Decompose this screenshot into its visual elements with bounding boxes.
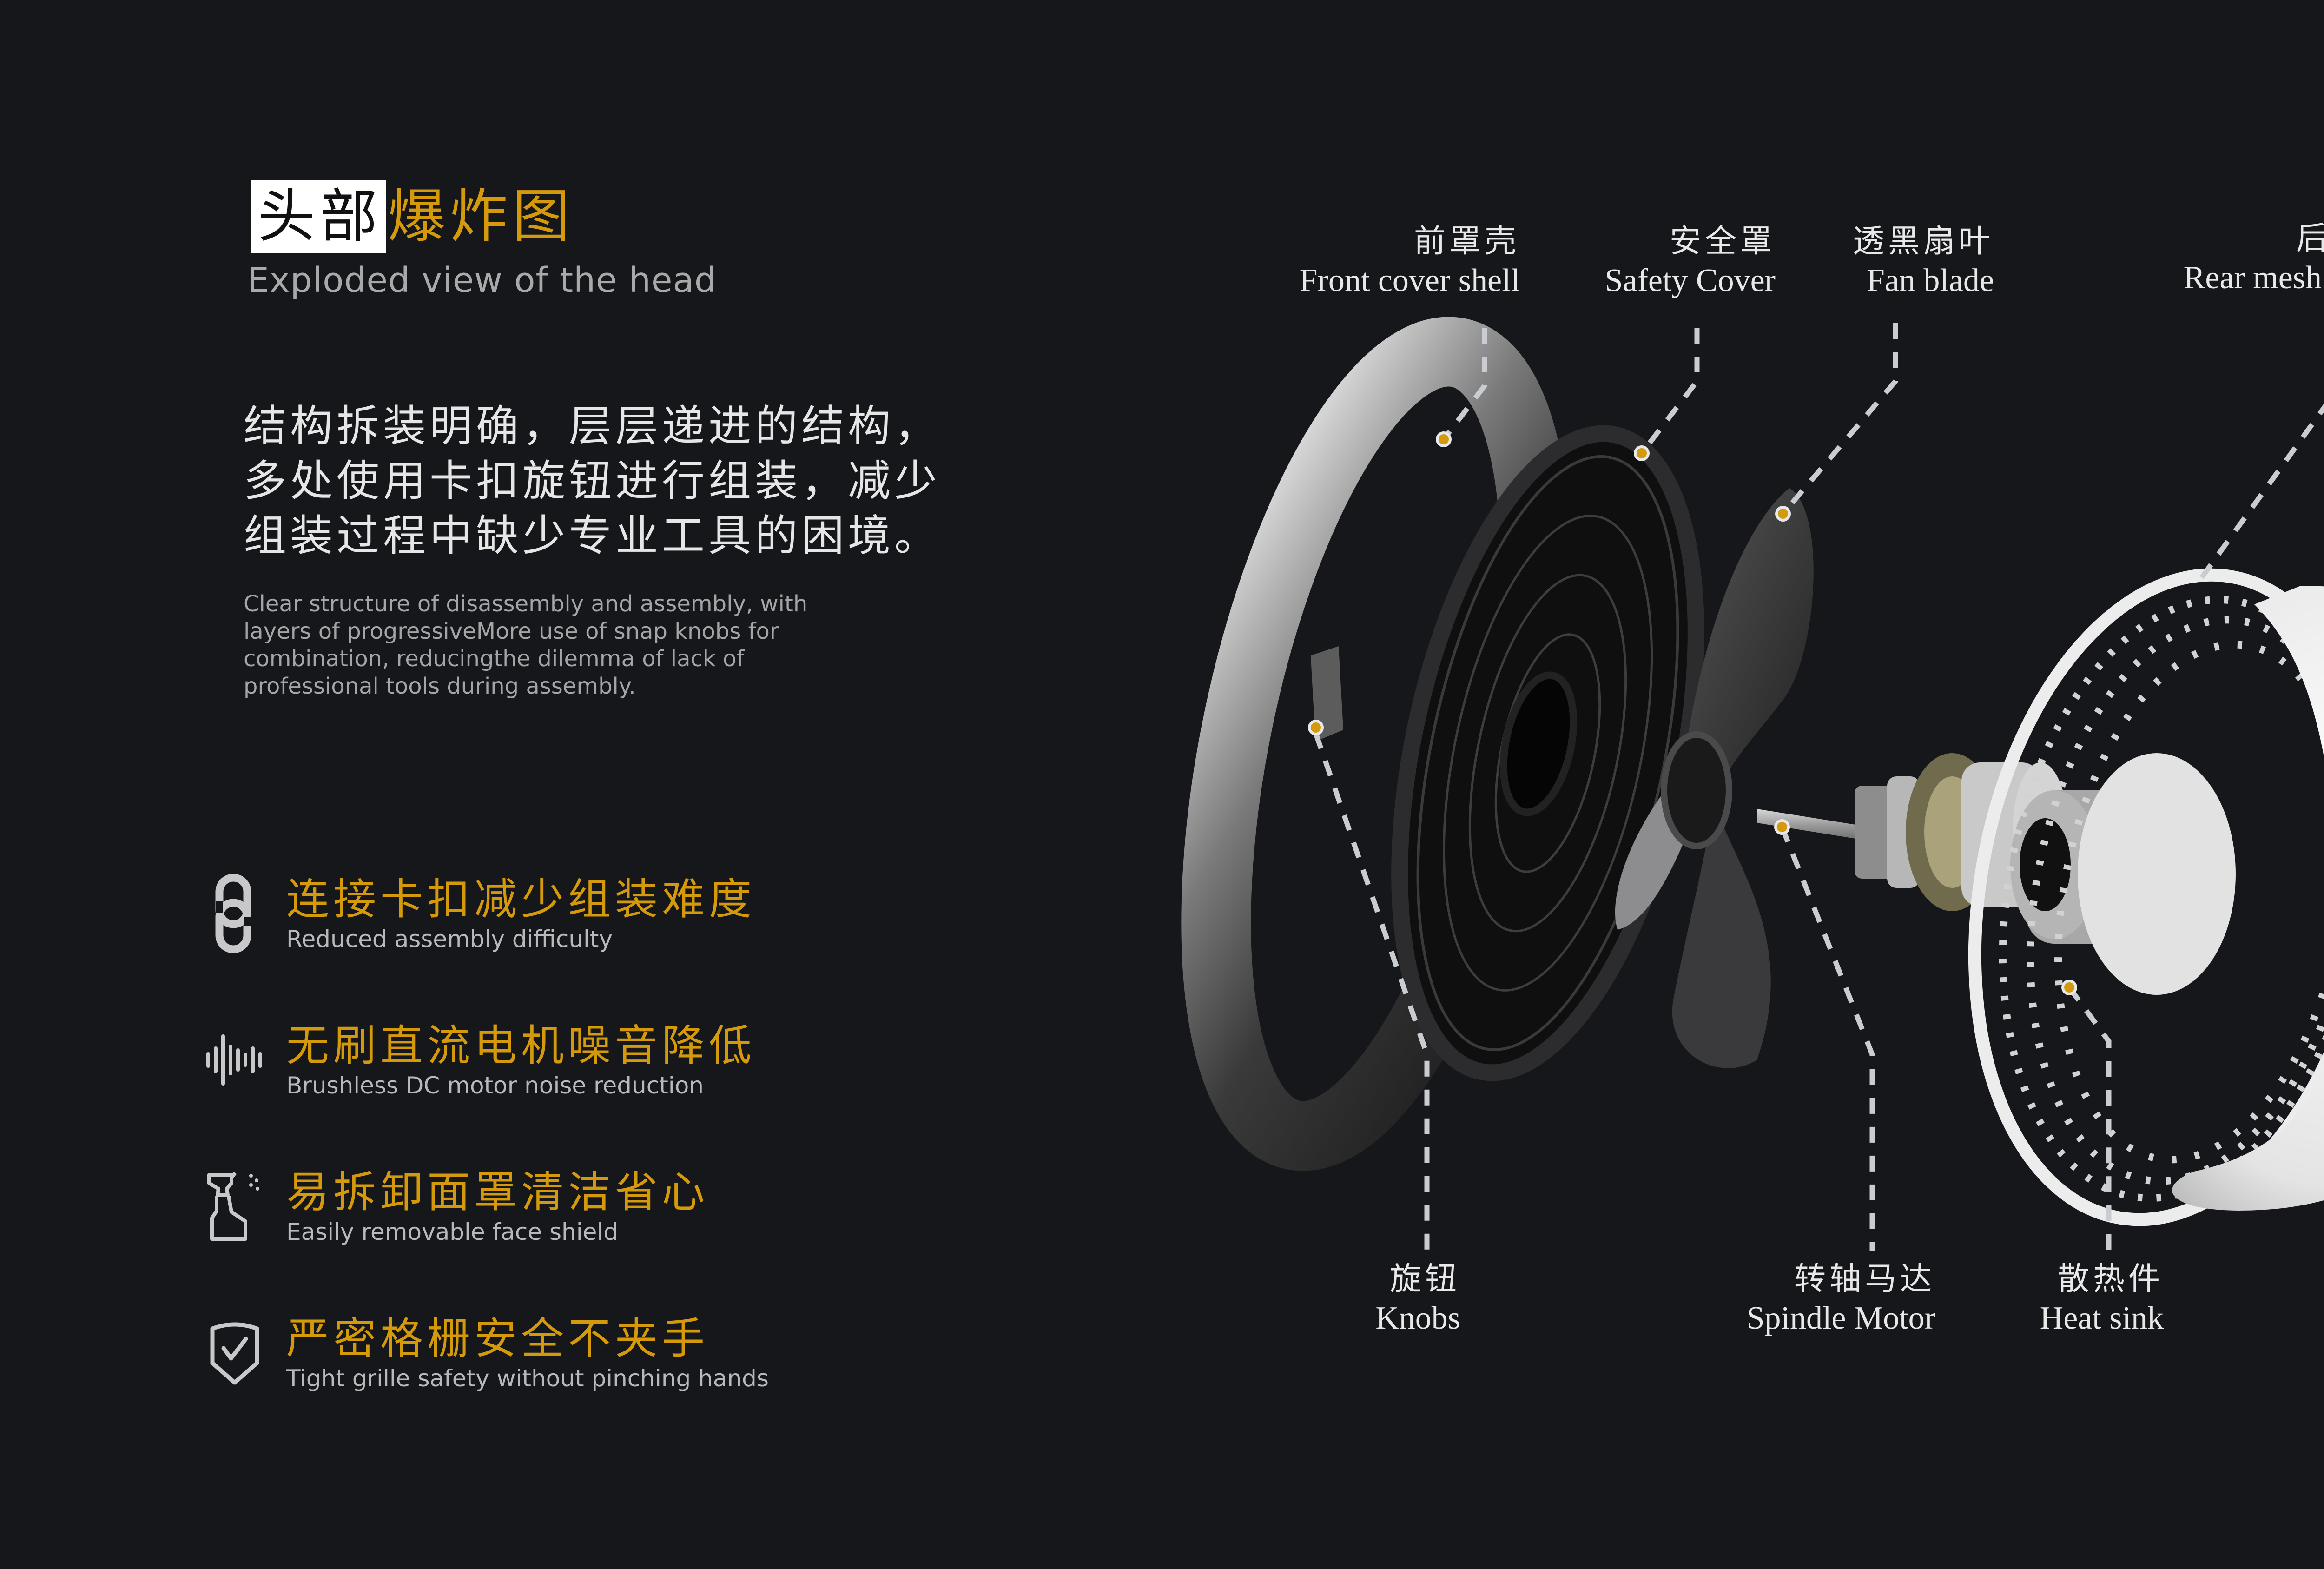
part-label-knobs: 旋钮 Knobs <box>1375 1260 1460 1338</box>
part-label-cn: 安全罩 <box>1669 223 1776 260</box>
feature-item: 严密格栅安全不夹手 Tight grille safety without pi… <box>200 1313 769 1392</box>
leader-knobs <box>1313 733 1430 1251</box>
marker-dots <box>1308 431 2077 995</box>
part-label-cn: 转轴马达 <box>1794 1261 1935 1298</box>
part-label-spindle-motor: 转轴马达 Spindle Motor <box>1747 1260 1935 1338</box>
part-label-cn: 前罩壳 <box>1413 223 1520 260</box>
feature-item: 易拆卸面罩清洁省心 Easily removable face shield <box>200 1167 709 1246</box>
part-label-front-cover-shell: 前罩壳 Front cover shell <box>1300 222 1520 300</box>
feature-title: 严密格栅安全不夹手 <box>286 1314 709 1364</box>
part-label-en: Fan blade <box>1866 263 1994 298</box>
page-title: 头部 爆炸图 <box>251 180 574 253</box>
feature-item: 连接卡扣减少组装难度 Reduced assembly difficulty <box>200 874 756 953</box>
part-label-cn: 透黑扇叶 <box>1852 223 1994 260</box>
part-label-en: Spindle Motor <box>1746 1300 1935 1336</box>
page-subtitle: Exploded view of the head <box>247 260 717 300</box>
intro-cn-line: 结构拆装明确，层层递进的结构， <box>244 401 941 451</box>
title-rest: 爆炸图 <box>388 183 575 250</box>
title-highlight: 头部 <box>251 180 386 253</box>
shield-check-icon <box>200 1313 270 1392</box>
part-label-en: Knobs <box>1375 1300 1460 1336</box>
marker-dot-heat-sink <box>2061 980 2077 995</box>
marker-dot-knobs <box>1308 720 1324 735</box>
intro-en-line: professional tools during assembly. <box>244 673 636 699</box>
intro-cn-line: 组装过程中缺少专业工具的困境。 <box>244 511 941 561</box>
spray-bottle-icon <box>200 1167 270 1246</box>
part-label-safety-cover: 安全罩 Safety Cover <box>1605 222 1776 300</box>
marker-dot-front-cover <box>1436 431 1452 447</box>
part-label-en: Rear mesh cover <box>2183 260 2324 296</box>
intro-cn-line: 多处使用卡扣旋钮进行组装，减少 <box>244 456 941 506</box>
intro-en: Clear structure of disassembly and assem… <box>244 590 871 700</box>
part-label-rear-mesh-cover: 后网罩 Rear mesh cover <box>2184 219 2324 298</box>
rear-mesh-cover <box>1968 568 2324 1226</box>
leader-front-cover <box>1441 328 1487 441</box>
part-label-cn: 后网罩 <box>2296 220 2324 257</box>
feature-item: 无刷直流电机噪音降低 Brushless DC motor noise redu… <box>200 1020 756 1099</box>
feature-subtitle: Brushless DC motor noise reduction <box>286 1072 704 1099</box>
marker-dot-safety-cover <box>1634 445 1650 461</box>
intro-cn: 结构拆装明确，层层递进的结构， 多处使用卡扣旋钮进行组装，减少 组装过程中缺少专… <box>244 399 969 563</box>
marker-dot-spindle-motor <box>1774 819 1790 835</box>
part-label-en: Safety Cover <box>1604 263 1776 298</box>
part-label-en: Front cover shell <box>1299 263 1520 298</box>
feature-subtitle: Tight grille safety without pinching han… <box>286 1365 769 1392</box>
feature-subtitle: Easily removable face shield <box>286 1218 618 1245</box>
leader-rear-mesh <box>2199 403 2324 581</box>
intro-en-line: combination, reducingthe dilemma of lack… <box>244 646 745 672</box>
intro-en-line: Clear structure of disassembly and assem… <box>244 591 808 617</box>
link-icon <box>200 874 270 953</box>
part-label-cn: 旋钮 <box>1389 1261 1460 1298</box>
leader-safety-cover <box>1639 328 1700 455</box>
backshell <box>2172 586 2324 1211</box>
feature-subtitle: Reduced assembly difficulty <box>286 926 613 953</box>
feature-title: 易拆卸面罩清洁省心 <box>286 1167 709 1217</box>
feature-title: 连接卡扣减少组装难度 <box>286 874 756 924</box>
leader-spindle-motor <box>1779 826 1875 1251</box>
leader-fan-blade <box>1781 323 1898 516</box>
fan-blade <box>1615 488 1814 1068</box>
feature-title: 无刷直流电机噪音降低 <box>286 1021 756 1071</box>
intro-en-line: layers of progressiveMore use of snap kn… <box>244 618 779 644</box>
part-label-fan-blade: 透黑扇叶 Fan blade <box>1853 222 1994 300</box>
part-label-cn: 散热件 <box>2057 1261 2164 1298</box>
leader-heat-sink <box>2067 986 2112 1251</box>
part-label-heat-sink: 散热件 Heat sink <box>2040 1260 2164 1338</box>
sound-wave-icon <box>200 1020 270 1099</box>
leader-lines <box>1313 323 2324 1251</box>
part-label-en: Heat sink <box>2040 1300 2164 1336</box>
marker-dot-fan-blade <box>1775 506 1791 522</box>
